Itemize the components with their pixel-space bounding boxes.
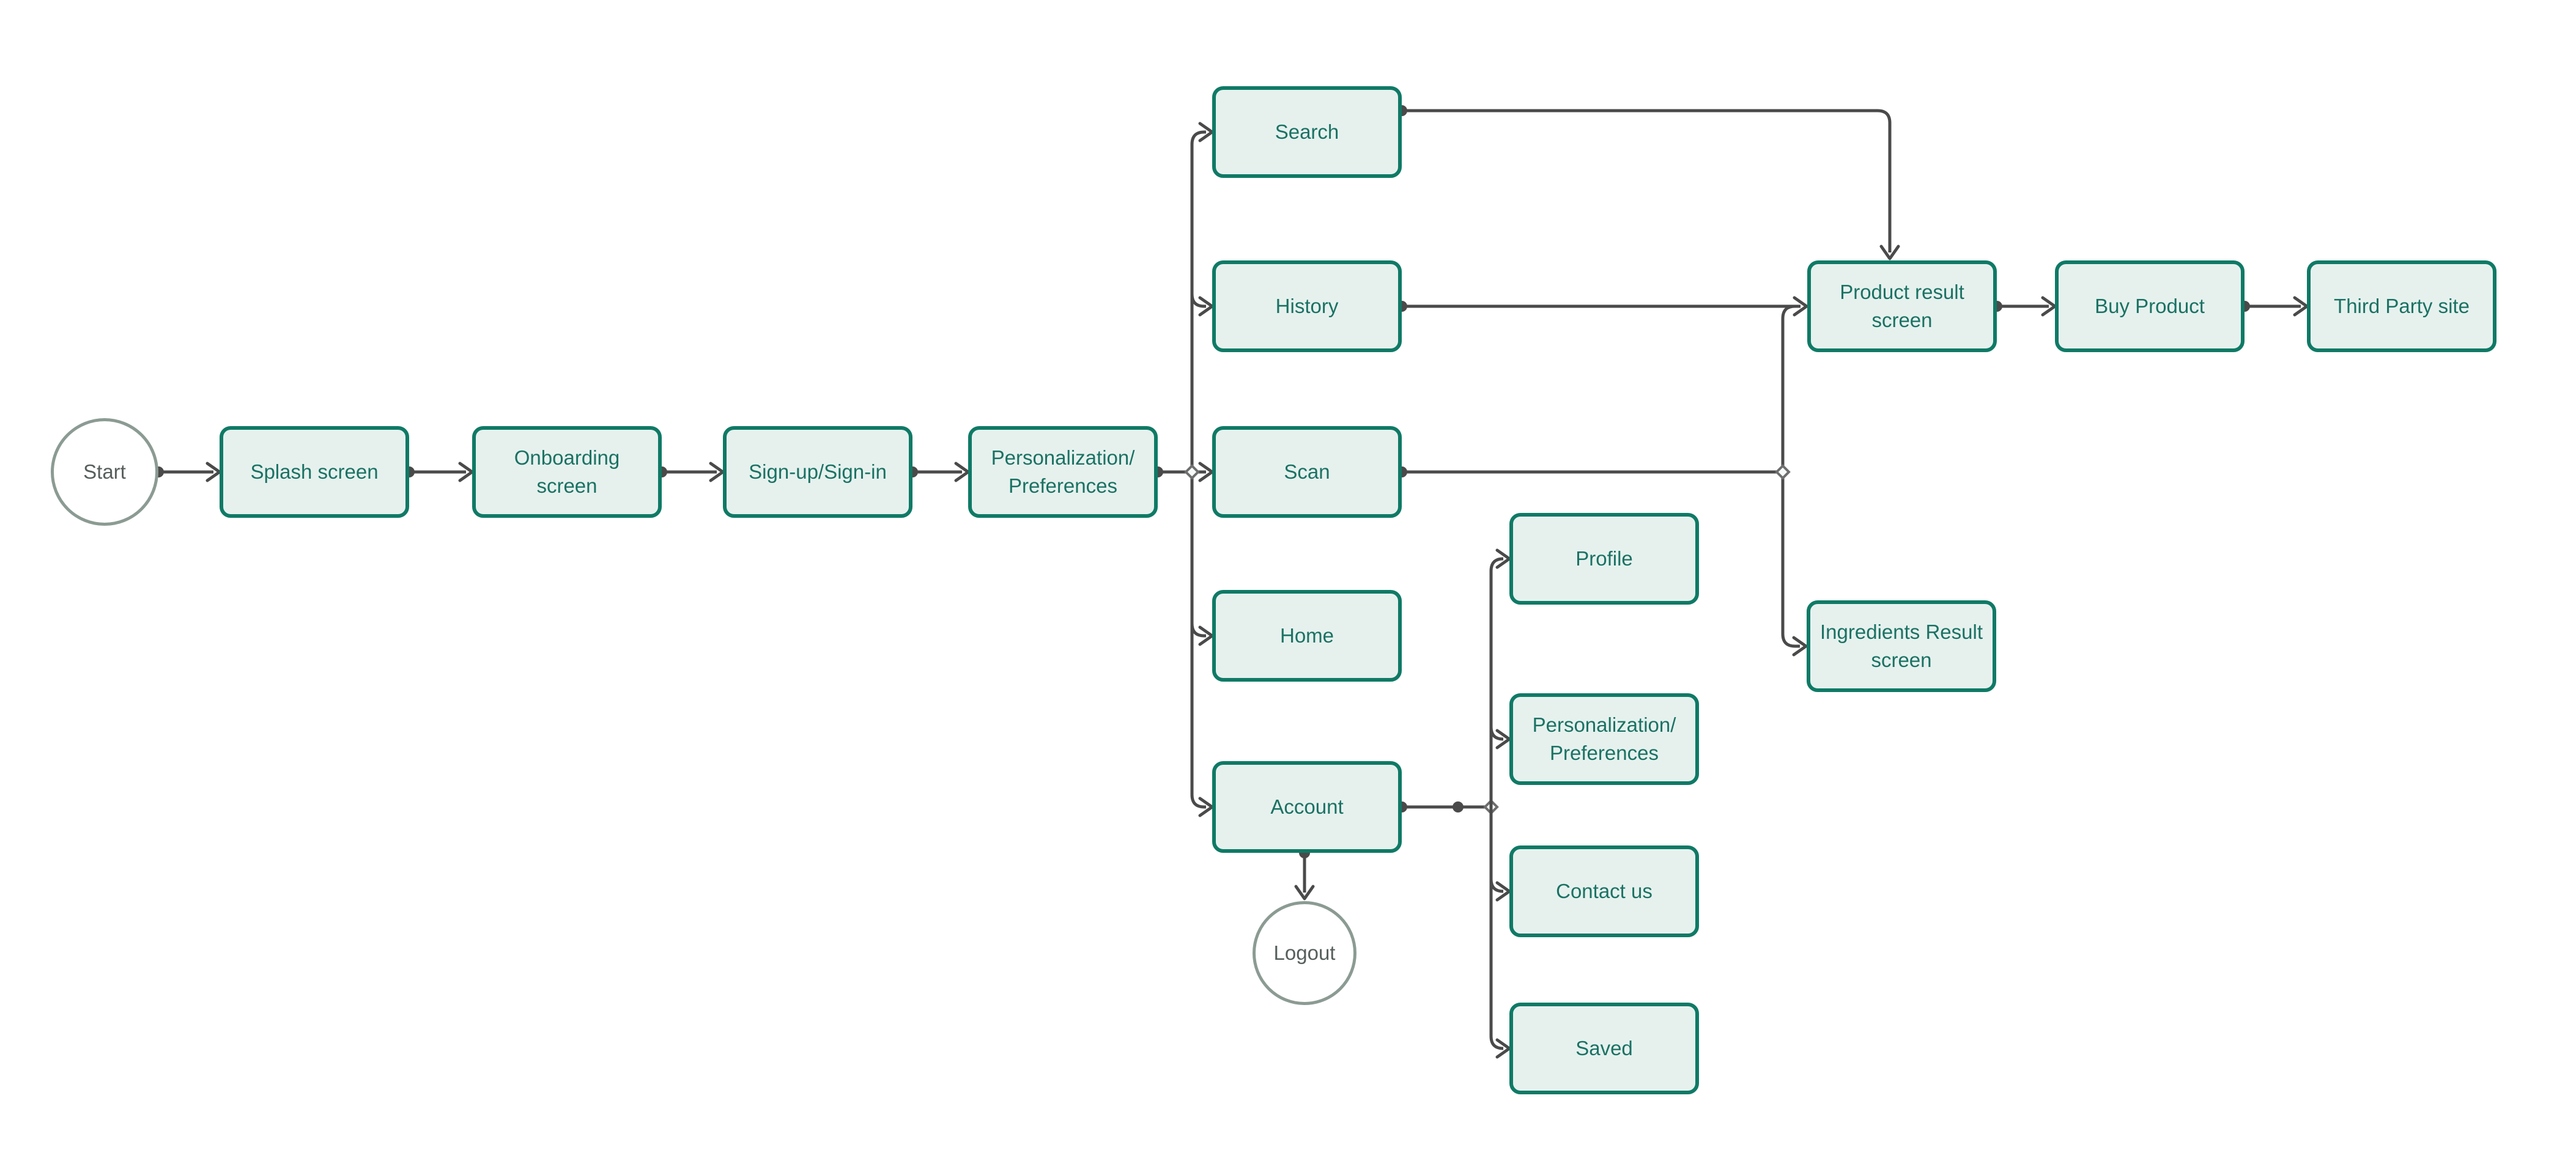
node-third-label: Third Party site: [2334, 294, 2470, 317]
node-ingredients-label: Ingredients Result screen: [1820, 620, 1983, 671]
node-personalization-label: Personalization/ Preferences: [991, 446, 1135, 497]
junction-diamond-scan: [1775, 464, 1791, 480]
node-buy-product[interactable]: Buy Product: [2055, 260, 2245, 352]
node-signup-signin[interactable]: Sign-up/Sign-in: [723, 426, 912, 518]
edge-search-product: [1402, 109, 1892, 252]
node-account[interactable]: Account: [1212, 761, 1402, 853]
node-splash-screen[interactable]: Splash screen: [220, 426, 409, 518]
node-onboarding-screen[interactable]: Onboarding screen: [472, 426, 662, 518]
arrowhead-product-left: [1793, 296, 1808, 317]
node-saved[interactable]: Saved: [1509, 1003, 1699, 1094]
node-profile[interactable]: Profile: [1509, 513, 1699, 605]
edge-trunk-history: [1190, 293, 1206, 308]
node-personalization-preferences[interactable]: Personalization/ Preferences: [968, 426, 1158, 518]
node-logout[interactable]: Logout: [1253, 901, 1356, 1005]
node-third-party-site[interactable]: Third Party site: [2307, 260, 2496, 352]
edge-trunk-search: [1190, 130, 1206, 472]
node-buy-label: Buy Product: [2095, 294, 2205, 317]
node-personalization2-label: Personalization/ Preferences: [1532, 713, 1676, 764]
node-account-label: Account: [1270, 795, 1344, 818]
edge-trunk2-profile: [1489, 557, 1504, 807]
edge-junction-vertical: [1781, 304, 1800, 648]
node-ingredients-result-screen[interactable]: Ingredients Result screen: [1807, 600, 1996, 692]
node-search[interactable]: Search: [1212, 86, 1402, 178]
node-logout-label: Logout: [1273, 941, 1336, 964]
node-profile-label: Profile: [1575, 547, 1633, 570]
node-product-label: Product result screen: [1840, 280, 1964, 331]
anchor-dot-account-mid: [1453, 801, 1464, 812]
node-saved-label: Saved: [1575, 1036, 1633, 1059]
node-home-label: Home: [1279, 624, 1334, 647]
edge-trunk-home: [1190, 623, 1206, 638]
node-splash-label: Splash screen: [250, 460, 379, 483]
arrowhead-product-top: [1879, 245, 1900, 260]
edge-trunk-account: [1190, 472, 1206, 809]
arrowhead-logout: [1294, 885, 1315, 901]
edge-trunk2-personalization2: [1489, 726, 1504, 741]
arrowhead-ingredients: [1792, 636, 1808, 657]
node-start[interactable]: Start: [51, 418, 158, 526]
edge-trunk2-saved: [1489, 807, 1504, 1050]
node-onboarding-label: Onboarding screen: [514, 446, 620, 497]
node-history[interactable]: History: [1212, 260, 1402, 352]
node-history-label: History: [1275, 294, 1339, 317]
node-signup-label: Sign-up/Sign-in: [749, 460, 887, 483]
node-home[interactable]: Home: [1212, 590, 1402, 682]
node-scan-label: Scan: [1284, 460, 1330, 483]
node-contact-us[interactable]: Contact us: [1509, 845, 1699, 937]
node-search-label: Search: [1275, 120, 1339, 143]
node-contactus-label: Contact us: [1556, 879, 1653, 902]
node-personalization-preferences-2[interactable]: Personalization/ Preferences: [1509, 693, 1699, 785]
node-start-label: Start: [83, 460, 126, 483]
node-product-result-screen[interactable]: Product result screen: [1807, 260, 1997, 352]
node-scan[interactable]: Scan: [1212, 426, 1402, 518]
junction-diamond-personalization: [1184, 464, 1200, 480]
